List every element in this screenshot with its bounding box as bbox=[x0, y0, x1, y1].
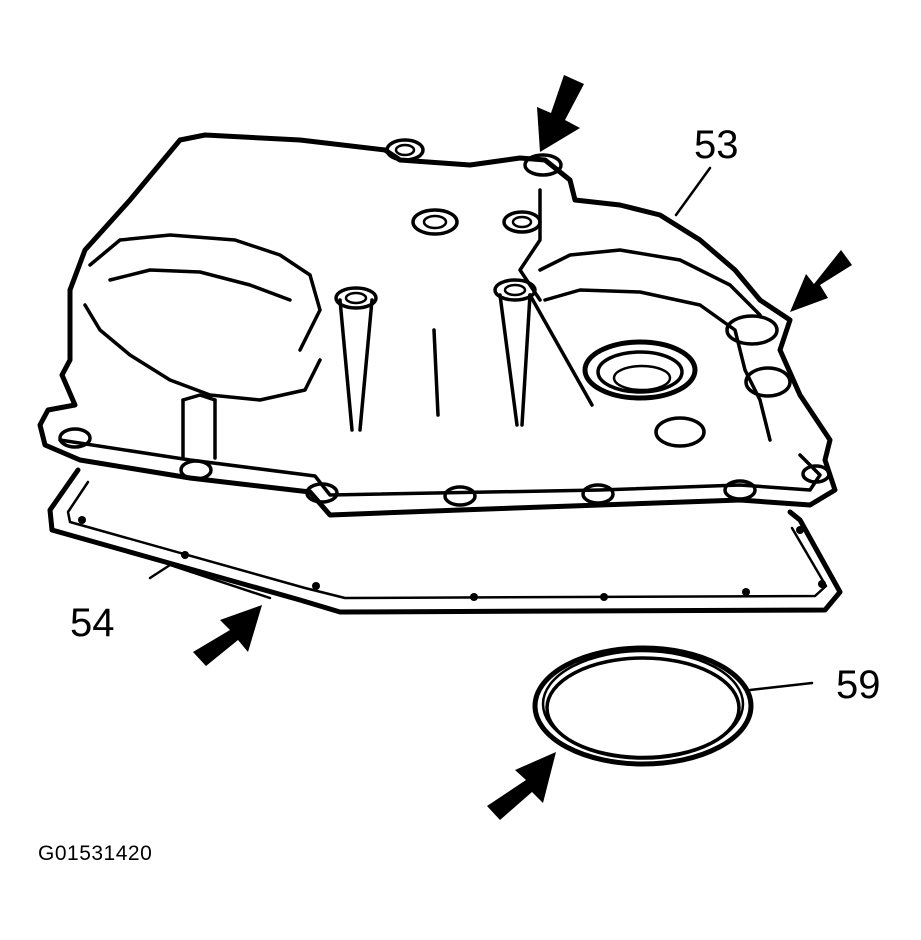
callout-53: 53 bbox=[694, 123, 739, 167]
arrow-icon bbox=[193, 605, 262, 666]
arrow-icon bbox=[487, 752, 556, 820]
callout-54: 54 bbox=[70, 601, 115, 645]
flange-bolt-holes bbox=[58, 427, 831, 507]
leader-lines bbox=[148, 166, 814, 692]
figure-id: G01531420 bbox=[38, 842, 153, 865]
arrow-icon bbox=[537, 75, 584, 152]
gasket-54 bbox=[47, 467, 843, 615]
oil-pan-53 bbox=[37, 132, 838, 518]
seal-ring-59 bbox=[532, 645, 754, 767]
arrow-icon bbox=[790, 250, 852, 312]
callout-59: 59 bbox=[836, 663, 881, 707]
